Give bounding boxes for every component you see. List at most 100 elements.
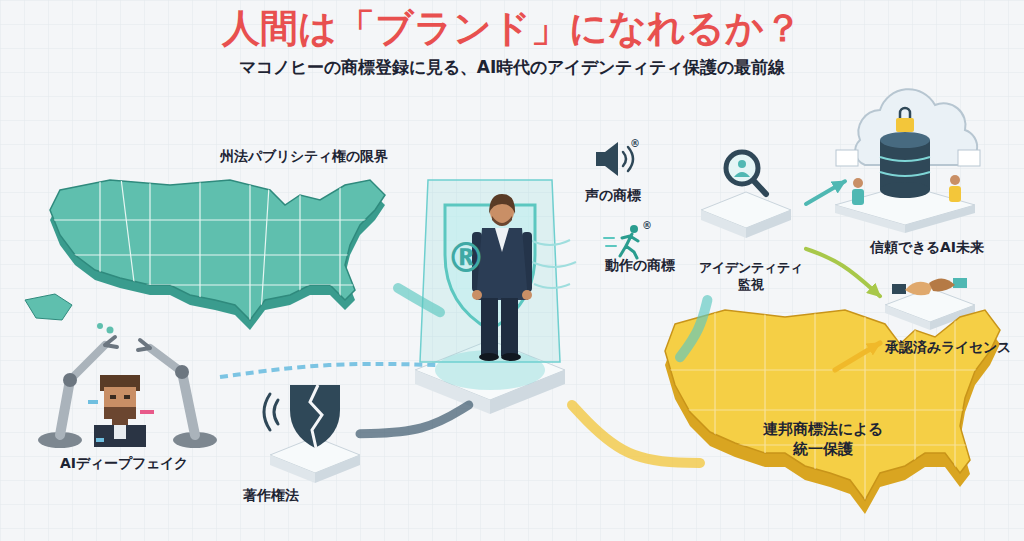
text-slot: 連邦商標法による 統一保護 [755,420,890,459]
person-leg [501,298,518,356]
sound-wave [623,147,633,171]
pixel-shirt [114,425,126,439]
server-band [880,157,930,176]
trademark-symbol: ® [642,219,652,232]
platform-side [315,455,360,483]
node-label: 声の商標 [585,186,641,204]
person-head [853,178,863,188]
person-icon [738,160,746,168]
map-region: 連邦商標法による 統一保護 [700,370,1000,525]
text-slot: 承認済みライセンス [885,337,1011,356]
server-top [880,132,930,148]
server-body [880,182,930,198]
person-leg [481,298,498,356]
person-hand [472,290,482,300]
speaker-icon [605,142,618,176]
node-label: 著作権法 [243,486,299,504]
label-slot: ® [630,132,640,151]
pixel-eye [124,395,130,399]
cloud-platform: 信頼できるAI未来 [845,85,1010,260]
text-slot: 著作権法 [243,485,299,504]
glitch-bar [88,400,98,404]
magnifier-lens [726,152,758,184]
hand [929,278,955,291]
node-label: アイデンティティ 監視 [696,260,806,294]
state-border [660,300,1010,510]
person-hand [522,290,532,300]
robot-gripper [105,337,117,347]
robot-joint [175,365,189,379]
platform-side [270,455,315,483]
flow-connector [220,364,440,377]
platform-side [885,305,930,330]
glitch-bar [140,410,154,414]
flow-connector [360,405,469,434]
state-borders [40,170,400,330]
flow-connector [680,300,707,357]
motion-streak [530,240,576,288]
screen-panel [836,150,858,166]
text-slot: アイデンティティ 監視 [696,260,806,294]
map-region: 州法パブリシティ権の限界 [20,128,398,328]
runner-head [630,225,638,233]
robot-arm [60,380,70,435]
alaska-shape [25,294,72,320]
node-label: 承認済みライセンス [885,338,1011,356]
robot-arm [182,372,195,435]
state-borders [660,300,1010,510]
monitor-platform: アイデンティティ 監視 [690,172,806,300]
label-slot: ® [642,214,652,233]
hologram-panel [420,180,560,362]
subtitle: マコノヒーの商標登録に見る、AI時代のアイデンティティ保護の最前線 [239,56,785,78]
person-shirt [495,228,509,252]
pixel-beard [112,419,128,425]
runner-icon [620,234,638,258]
flow-connector [398,288,440,312]
person-head [950,175,960,185]
hand [905,282,933,296]
node-label: AIディープフェイク [60,454,188,472]
state-border [40,170,400,330]
motion-line [604,238,616,246]
shield-crack [310,385,322,448]
person-beard [492,216,512,226]
screen-panel [958,150,980,166]
text-slot: 声の商標 [585,185,641,204]
platform-side [701,210,746,238]
sleeve [892,284,906,294]
flow-connector [806,249,880,296]
pixel-beard [104,407,136,419]
node-label: 連邦商標法による 統一保護 [755,420,890,459]
text-slot: 動作の商標 [605,255,675,274]
license-platform: 承認済みライセンス [880,275,1015,360]
flow-connector [806,181,845,204]
broken-shield [290,385,340,448]
pixel-suit [94,425,146,447]
flow-connector [572,405,700,463]
text-slot: AIディープフェイク [60,453,188,472]
person-icon [734,172,750,177]
trademark-symbol: ® [446,238,486,278]
copyright-platform: 著作権法 [235,385,360,507]
lock-body [896,118,914,132]
robot-arm [70,345,105,380]
person-body [852,189,864,205]
deepfake-group: AIディープフェイク [25,335,220,475]
platform-side [905,205,975,233]
speaker-icon [596,152,605,166]
pixel-eye [110,395,116,399]
label-slot: マコノヒーの商標登録に見る、AI時代のアイデンティティ保護の最前線 [0,56,1024,78]
magnifier-handle [753,180,766,194]
hawaii-dot [107,327,114,334]
node-label: 信頼できるAI未来 [870,238,984,256]
text-slot: 信頼できるAI未来 [870,237,984,256]
glitch-bar [96,438,104,442]
title-slot: 人間は「ブランド」になれるか？ [0,4,1024,53]
person-shoe [479,353,499,361]
trademark-symbol: ® [630,137,640,150]
robot-gripper [138,340,150,350]
person-body [949,186,961,202]
